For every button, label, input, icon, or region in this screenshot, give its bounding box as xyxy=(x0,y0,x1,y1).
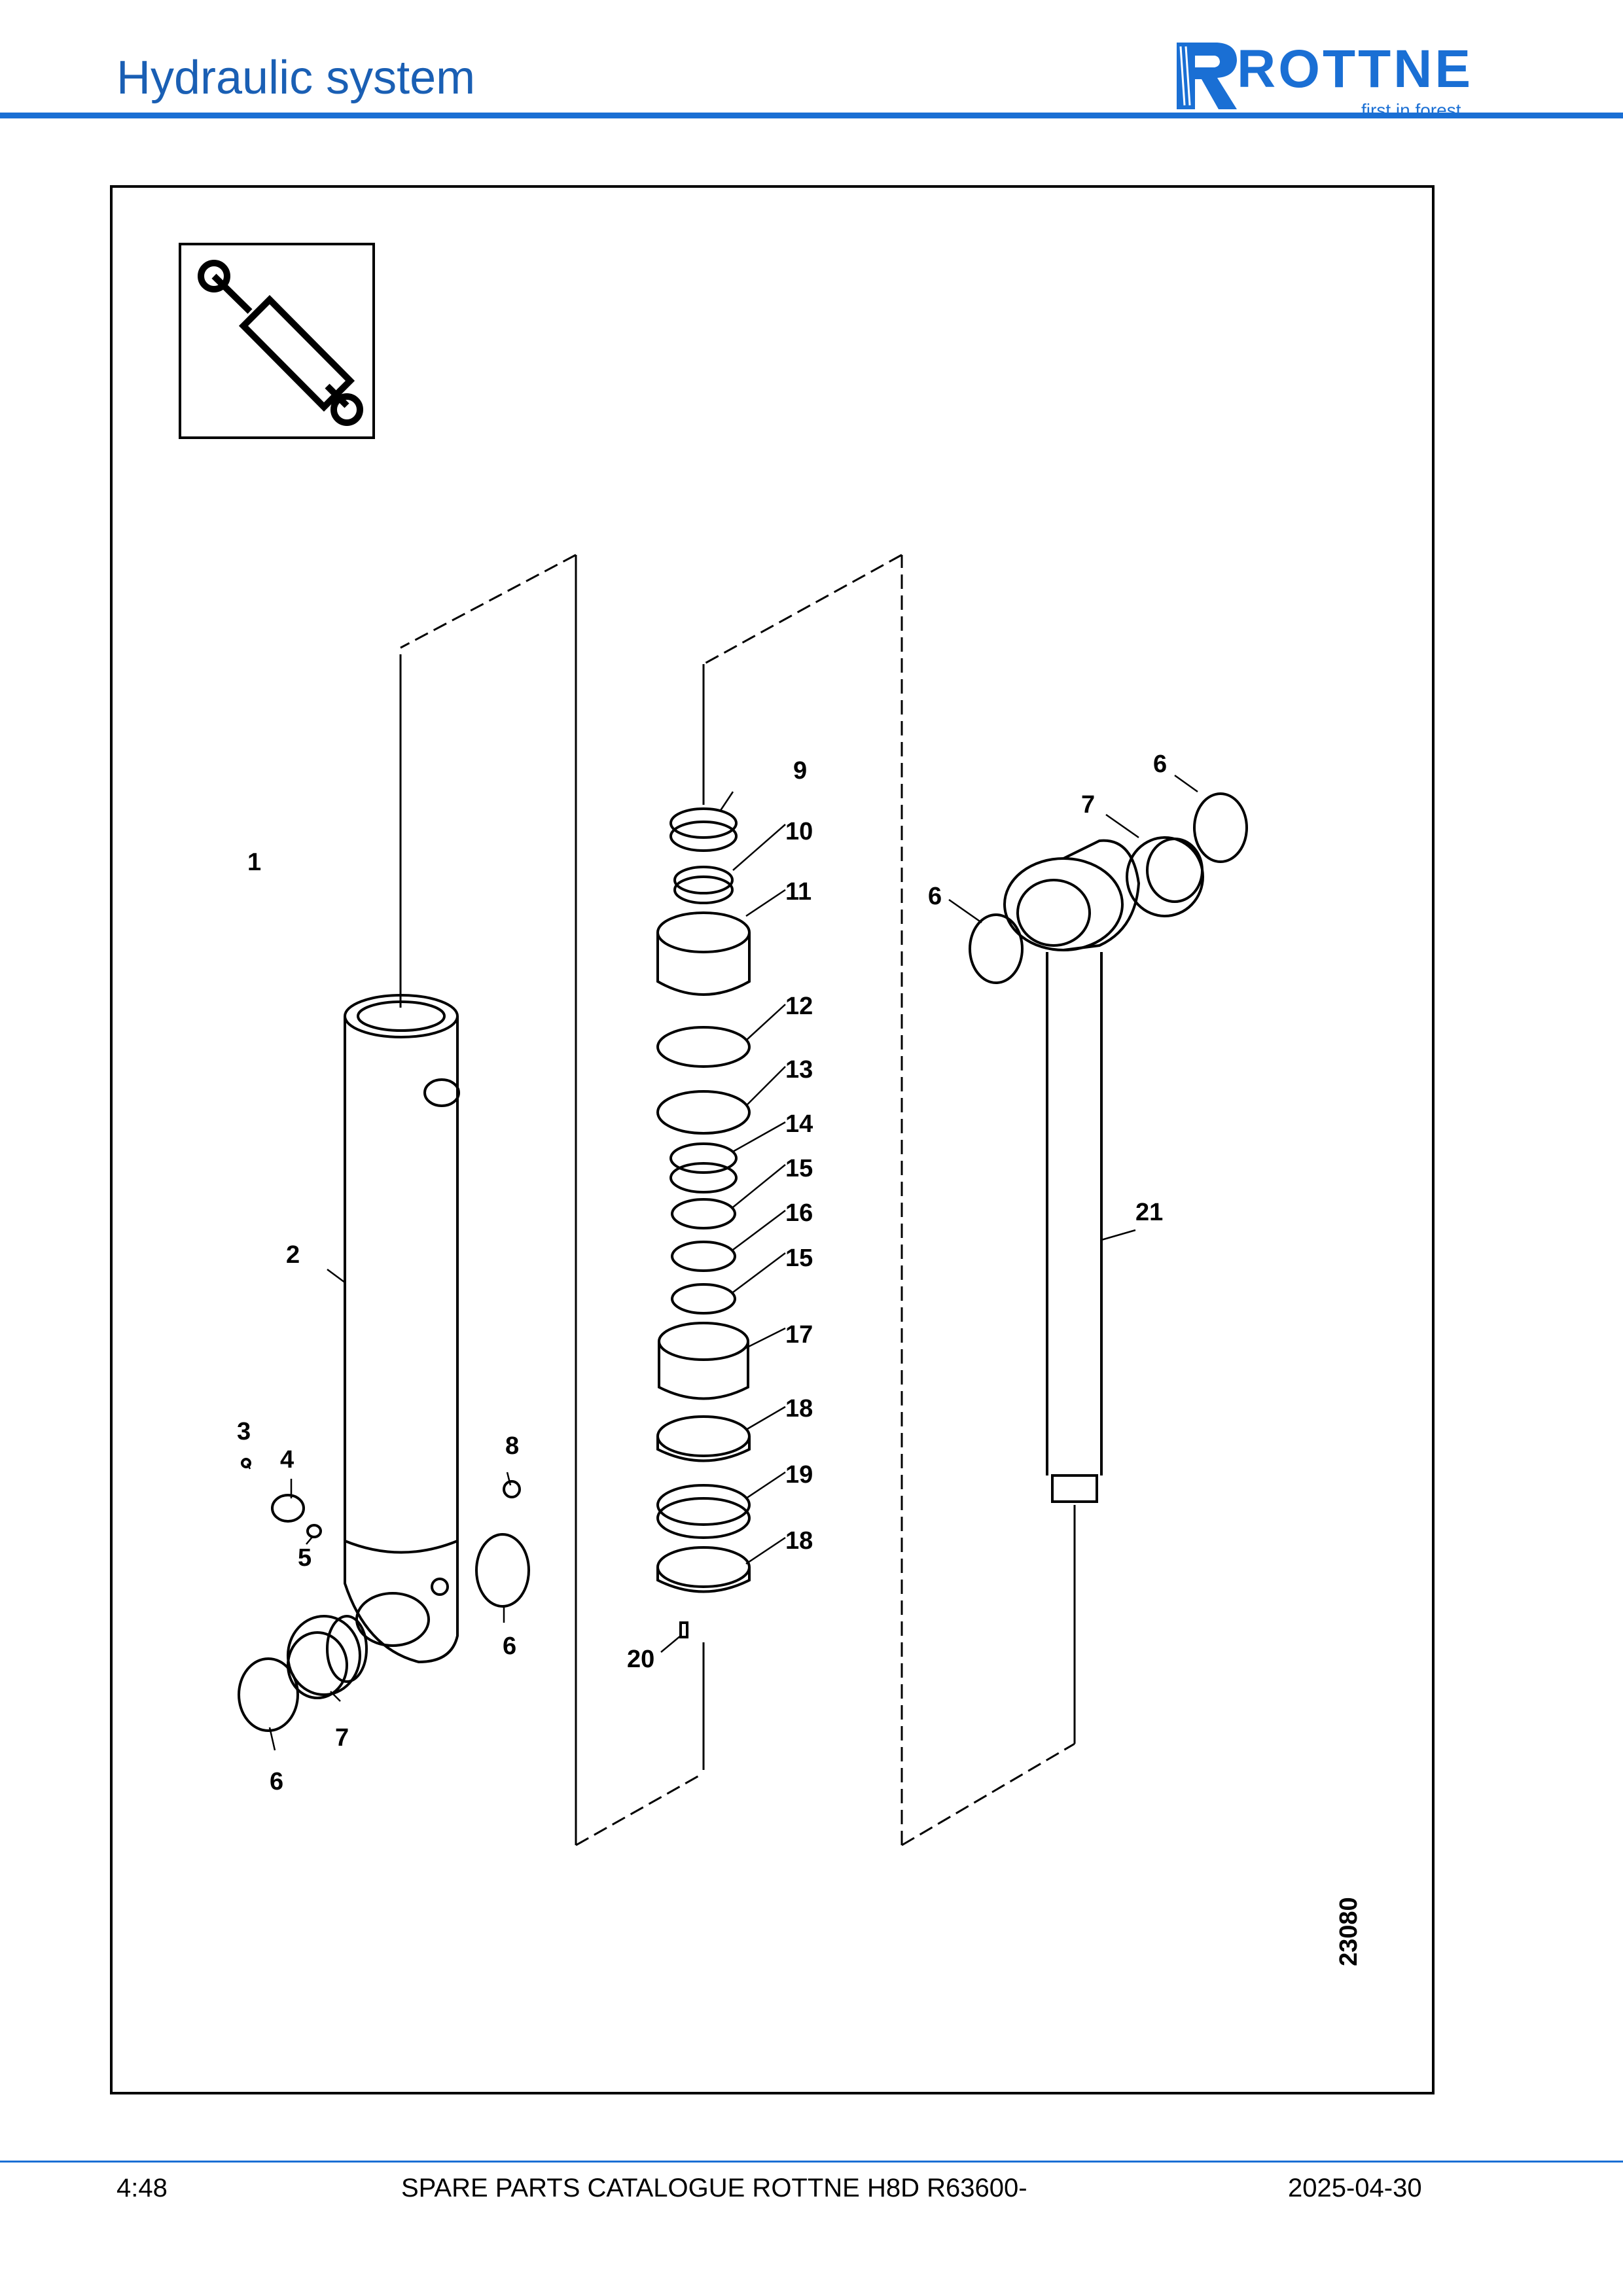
callout-label: 5 xyxy=(298,1544,312,1572)
callout-label: 12 xyxy=(785,993,813,1020)
hydraulic-cylinder-icon xyxy=(198,260,363,426)
callout-label: 16 xyxy=(785,1199,813,1227)
callout-label: 7 xyxy=(335,1724,349,1752)
seal-stack xyxy=(656,807,751,1638)
callout-label: 17 xyxy=(785,1321,813,1349)
callout-label: 19 xyxy=(785,1461,813,1489)
screw-3 xyxy=(241,1458,251,1468)
header-rule xyxy=(0,113,1623,118)
callout-label: 14 xyxy=(785,1110,813,1138)
logo-wordmark: ROTTNE xyxy=(1237,39,1474,99)
circlip-6-right-lower xyxy=(475,1533,530,1608)
callout-label: 18 xyxy=(785,1527,813,1555)
callout-label: 6 xyxy=(503,1633,516,1660)
callout-label: 3 xyxy=(237,1418,251,1445)
page-title: Hydraulic system xyxy=(116,52,476,104)
cylinder-tube xyxy=(344,994,460,1664)
callout-label: 20 xyxy=(627,1646,654,1673)
drawing-frame xyxy=(110,185,1435,2094)
callout-label: 8 xyxy=(505,1432,519,1460)
callout-label: 9 xyxy=(793,757,807,785)
callout-label: 6 xyxy=(1153,751,1167,778)
callout-label: 11 xyxy=(785,878,812,906)
callout-label: 6 xyxy=(270,1768,283,1795)
footer-rule xyxy=(0,2161,1623,2163)
callout-label: 10 xyxy=(785,818,813,845)
oring-5 xyxy=(306,1524,322,1538)
guide-lines xyxy=(400,554,1075,1846)
leader-lines xyxy=(246,774,1198,1751)
nipple-8 xyxy=(503,1480,521,1498)
catalogue-title: SPARE PARTS CATALOGUE ROTTNE H8D R63600- xyxy=(401,2174,1027,2202)
circlip-6-left xyxy=(238,1657,299,1732)
callout-label: 6 xyxy=(928,883,942,910)
callout-label: 21 xyxy=(1135,1199,1163,1226)
callout-label: 15 xyxy=(785,1245,813,1272)
callout-labels: 1 2 3 4 5 6 6 7 8 9 10 11 12 13 14 15 16… xyxy=(237,751,1363,1966)
callout-label: 15 xyxy=(785,1155,813,1182)
page-number: 4:48 xyxy=(116,2174,168,2202)
flange-4 xyxy=(271,1494,305,1523)
callout-label: 13 xyxy=(785,1056,813,1084)
catalogue-date: 2025-04-30 xyxy=(1288,2174,1422,2202)
cylinder-symbol-box xyxy=(179,243,375,439)
callout-label: 2 xyxy=(286,1241,300,1269)
bearing-7-left xyxy=(287,1615,368,1699)
callout-label: 18 xyxy=(785,1395,813,1422)
callout-label: 7 xyxy=(1081,791,1095,819)
piston-rod xyxy=(969,792,1248,1503)
callout-label: 1 xyxy=(247,849,261,876)
callout-label: 4 xyxy=(280,1446,294,1474)
rottne-logo-mark-icon xyxy=(1177,43,1237,109)
drawing-number: 23080 xyxy=(1335,1897,1363,1966)
